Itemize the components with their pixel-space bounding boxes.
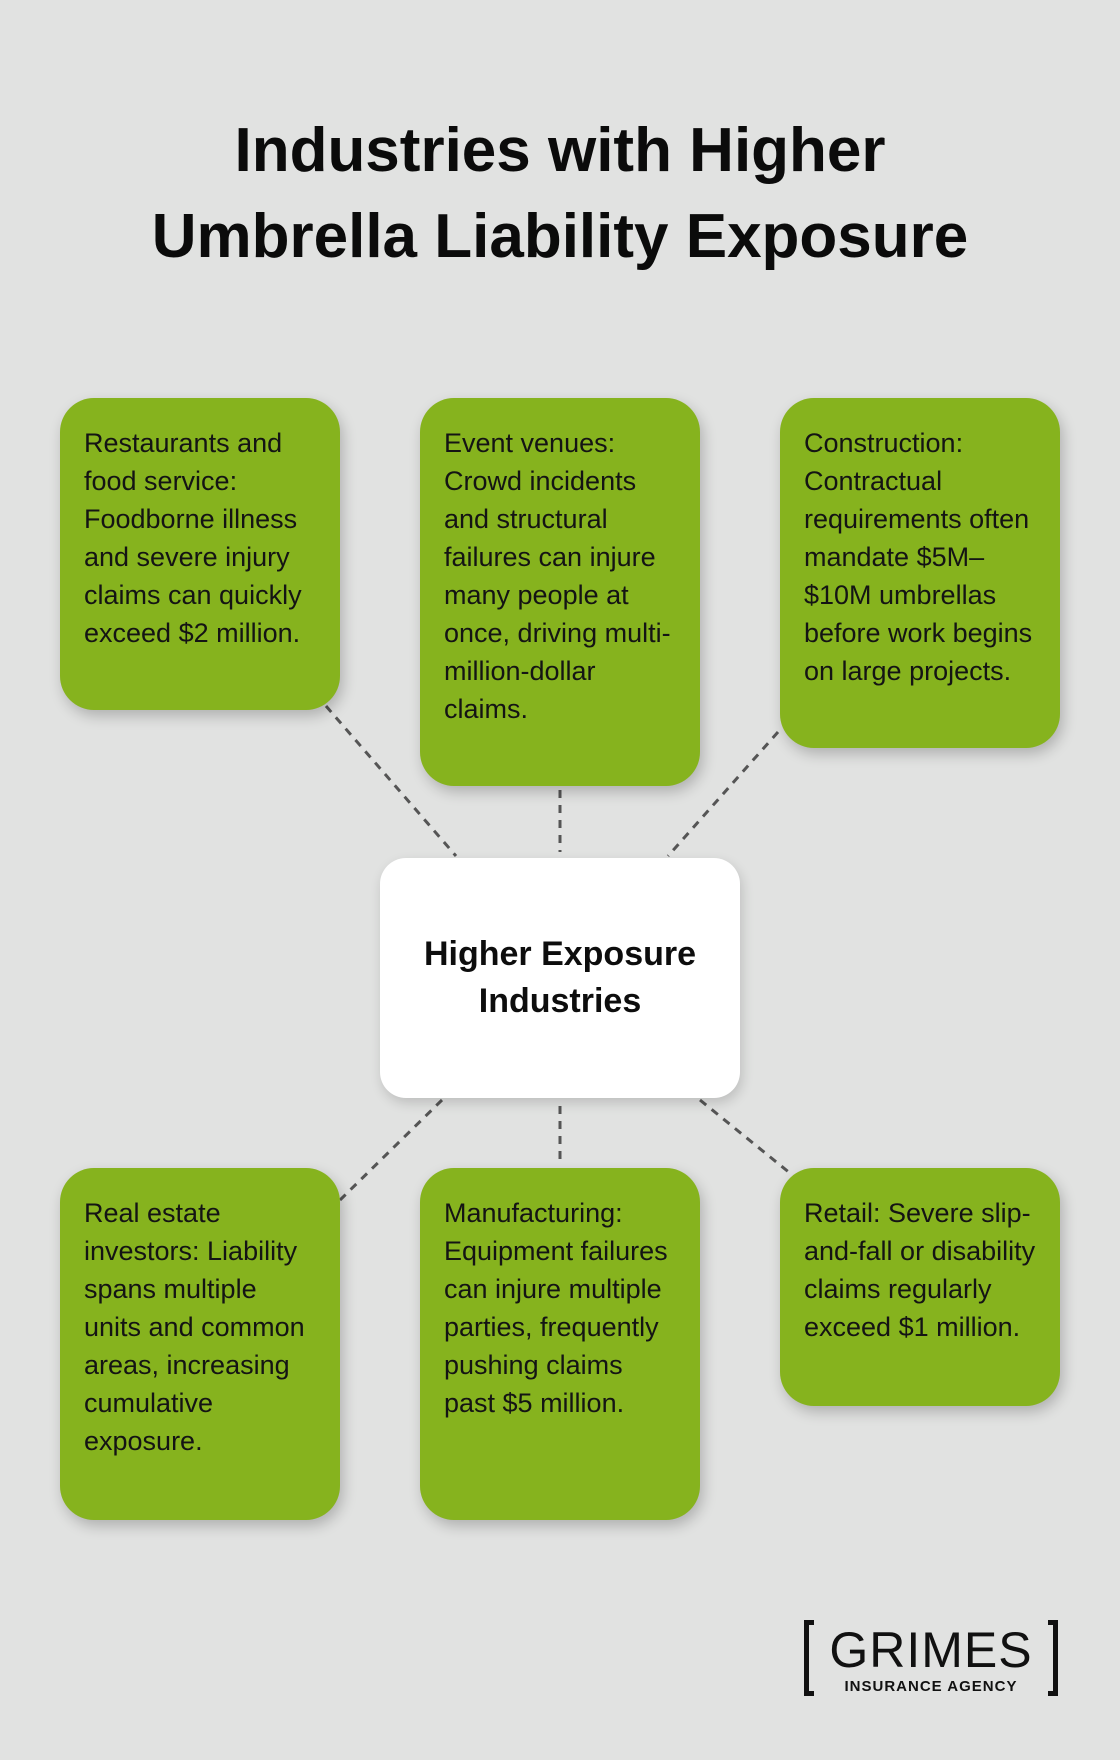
card-restaurants-text: Restaurants and food service: Foodborne …	[84, 428, 302, 648]
connector-construction	[666, 731, 780, 857]
card-event-venues-text: Event venues: Crowd incidents and struct…	[444, 428, 671, 724]
logo-bracket-left	[804, 1620, 814, 1696]
logo-tagline: INSURANCE AGENCY	[844, 1678, 1018, 1695]
card-manufacturing-text: Manufacturing: Equipment failures can in…	[444, 1198, 668, 1418]
card-retail-text: Retail: Severe slip-and-fall or disabili…	[804, 1198, 1036, 1342]
center-node: Higher Exposure Industries	[380, 858, 740, 1098]
center-line-1: Higher Exposure	[423, 935, 697, 973]
card-restaurants: Restaurants and food service: Foodborne …	[60, 398, 340, 710]
logo-bracket-right	[1048, 1620, 1058, 1696]
page-title: Industries with Higher Umbrella Liabilit…	[0, 108, 1120, 280]
center-line-2: Industries	[478, 982, 642, 1020]
card-construction: Construction: Contractual requirements o…	[780, 398, 1060, 748]
logo-brand: GRIMES	[829, 1622, 1033, 1678]
card-real-estate-text: Real estate investors: Liability spans m…	[84, 1198, 305, 1456]
card-retail: Retail: Severe slip-and-fall or disabili…	[780, 1168, 1060, 1406]
card-event-venues: Event venues: Crowd incidents and struct…	[420, 398, 700, 786]
grimes-logo: GRIMES INSURANCE AGENCY	[800, 1616, 1062, 1704]
card-manufacturing: Manufacturing: Equipment failures can in…	[420, 1168, 700, 1520]
card-real-estate: Real estate investors: Liability spans m…	[60, 1168, 340, 1520]
title-line-2: Umbrella Liability Exposure	[151, 202, 969, 271]
title-line-1: Industries with Higher	[234, 116, 886, 185]
connector-restaurants	[324, 705, 458, 857]
card-construction-text: Construction: Contractual requirements o…	[804, 428, 1033, 686]
connector-retail	[699, 1098, 797, 1180]
